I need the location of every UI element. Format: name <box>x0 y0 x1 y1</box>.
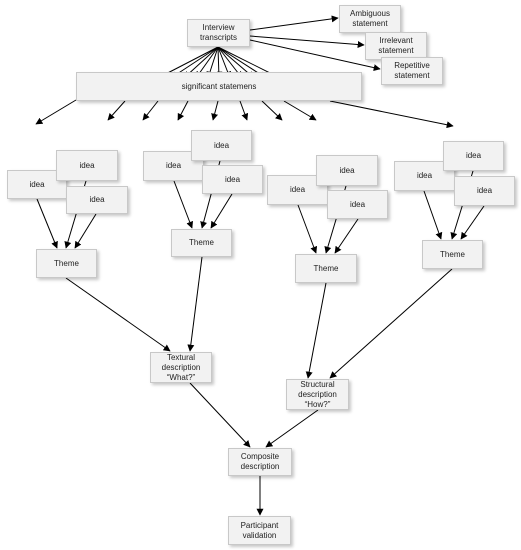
arrow-to-ambiguous <box>249 15 339 31</box>
arrow-theme-to-structural <box>305 282 327 379</box>
arrow-idea-to-theme <box>173 180 194 229</box>
idea-box: idea <box>143 151 204 181</box>
idea-box: idea <box>7 170 67 199</box>
ambiguous-statement-box: Ambiguous statement <box>339 5 401 33</box>
theme-box: Theme <box>171 229 232 257</box>
arrow-textural-to-composite <box>189 382 251 448</box>
interview-transcripts-box: Interview transcripts <box>187 19 250 47</box>
idea-box: idea <box>56 150 118 181</box>
composite-description-box: Composite description <box>228 448 292 476</box>
arrow-from-significant <box>329 100 454 129</box>
arrow-idea-to-theme <box>334 218 359 254</box>
arrow-idea-to-theme <box>210 193 233 229</box>
arrow-theme-to-structural <box>329 268 453 379</box>
arrow-structural-to-composite <box>265 409 319 448</box>
participant-validation-box: Participant validation <box>228 516 291 545</box>
idea-box: idea <box>316 155 378 186</box>
arrow-from-significant <box>35 99 77 125</box>
significant-statements-box: significant statemens <box>76 72 362 101</box>
repetitive-statement-box: Repetitive statement <box>381 57 443 85</box>
textural-description-box: Textural description “What?” <box>150 352 212 383</box>
arrow-from-significant <box>283 100 317 121</box>
theme-box: Theme <box>36 249 97 278</box>
arrow-from-significant <box>177 100 189 121</box>
idea-box: idea <box>66 186 128 214</box>
arrow-from-significant <box>239 100 249 121</box>
arrow-idea-to-theme <box>460 205 485 240</box>
arrow-from-significant <box>211 100 219 121</box>
theme-box: Theme <box>422 240 483 269</box>
idea-box: idea <box>202 165 263 194</box>
arrow-to-repetitive <box>249 39 381 72</box>
arrow-idea-to-theme <box>423 190 443 240</box>
arrow-idea-to-theme <box>74 213 97 249</box>
structural-description-box: Structural description “How?” <box>286 379 349 410</box>
arrow-idea-to-theme <box>36 198 58 249</box>
idea-box: idea <box>327 190 388 219</box>
theme-box: Theme <box>295 254 357 283</box>
arrow-from-significant <box>261 100 283 121</box>
arrow-to-irrelevant <box>249 35 365 48</box>
idea-box: idea <box>443 141 504 171</box>
idea-box: idea <box>454 176 515 206</box>
arrow-idea-to-theme <box>297 204 318 254</box>
idea-box: idea <box>191 130 252 161</box>
irrelevant-statement-box: Irrelevant statement <box>365 32 427 60</box>
arrow-from-significant <box>142 100 159 121</box>
arrow-theme-to-textural <box>65 277 171 352</box>
arrow-from-significant <box>107 100 126 121</box>
arrow-theme-to-textural <box>187 256 203 352</box>
